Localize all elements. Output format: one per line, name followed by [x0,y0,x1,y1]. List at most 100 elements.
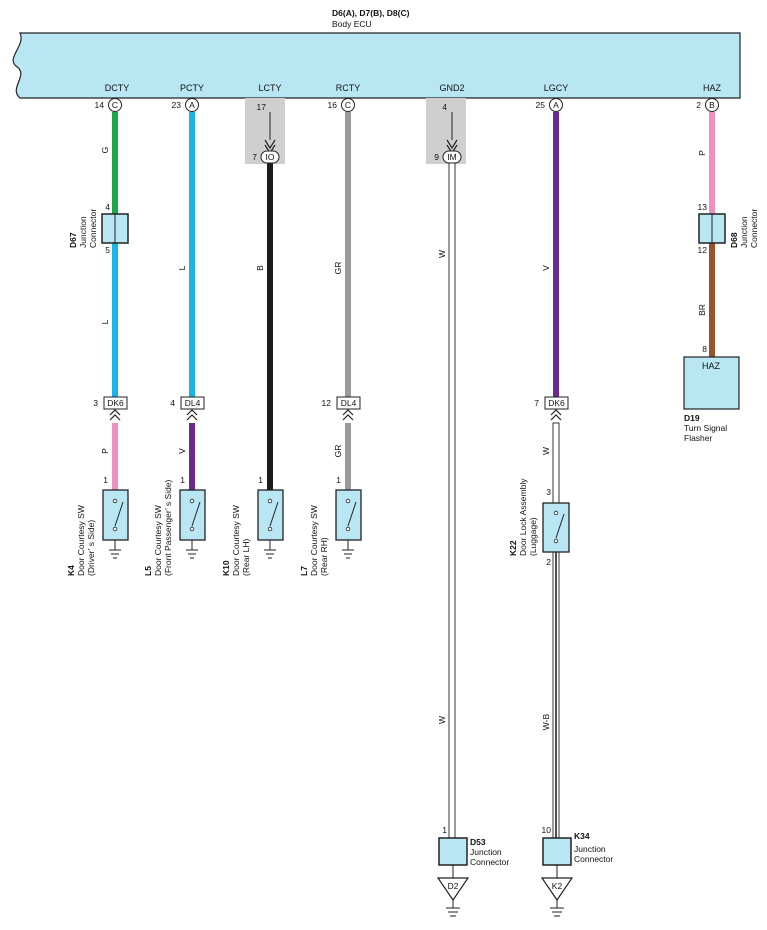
svg-text:1: 1 [442,825,447,835]
svg-text:D19: D19 [684,413,700,423]
svg-text:Junction: Junction [574,844,606,854]
svg-text:Door Courtesy SW: Door Courtesy SW [231,505,241,576]
ground-d2: D2 [436,877,470,917]
svg-text:13: 13 [698,202,708,212]
svg-text:(Rear LH): (Rear LH) [241,539,251,576]
ground-k2: K2 [540,877,574,917]
svg-text:5: 5 [105,245,110,255]
svg-text:K34: K34 [574,831,590,841]
wire-label-pcty-switch: V [177,448,187,454]
svg-text:(Rear RH): (Rear RH) [319,537,329,576]
svg-text:4: 4 [170,398,175,408]
svg-text:3: 3 [93,398,98,408]
svg-text:Turn Signal: Turn Signal [684,423,727,433]
svg-text:C: C [112,100,118,110]
svg-text:DK6: DK6 [548,398,565,408]
svg-text:8: 8 [702,344,707,354]
wire-gnd2-white [448,162,456,839]
svg-text:(Front Passenger’ s Side): (Front Passenger’ s Side) [163,479,173,576]
pin-rcty: C 16 [328,98,355,112]
svg-text:DL4: DL4 [341,398,357,408]
junction-connector-k34: 10 K34 Junction Connector [542,825,613,878]
pin-name-rcty: RCTY [336,83,361,93]
svg-text:C: C [345,100,351,110]
svg-text:Connector: Connector [88,209,98,248]
svg-text:2: 2 [546,557,551,567]
svg-text:12: 12 [322,398,332,408]
wire-lgcy-white-black [552,551,560,839]
inline-connector-im: IM 9 [434,139,462,164]
svg-text:IO: IO [266,152,275,162]
ecu-name: Body ECU [332,19,372,29]
svg-text:25: 25 [536,100,546,110]
junction-connector-d53: 1 D53 Junction Connector [438,825,509,878]
svg-text:Door Courtesy SW: Door Courtesy SW [309,505,319,576]
svg-text:4: 4 [105,202,110,212]
svg-text:23: 23 [172,100,182,110]
svg-text:HAZ: HAZ [702,361,721,371]
wire-label-lgcy-upper: V [541,265,551,271]
wire-lgcy-white [552,422,560,504]
svg-text:7: 7 [534,398,539,408]
svg-text:Door Lock Assembly: Door Lock Assembly [518,478,528,556]
svg-text:Door Courtesy SW: Door Courtesy SW [76,505,86,576]
svg-text:14: 14 [95,100,105,110]
pin-name-lgcy: LGCY [544,83,569,93]
pin-lcty: 17 [257,102,267,112]
svg-text:1: 1 [180,475,185,485]
wire-label-haz-upper: P [697,150,707,156]
pin-dcty: C 14 [95,98,122,112]
svg-text:1: 1 [258,475,263,485]
interconnect-dl4-pcty: DL4 4 [170,396,205,421]
svg-text:K10: K10 [221,560,231,576]
switch-k4: 1 K4 Door Courtesy SW (Driver’ s Side) [66,475,129,576]
svg-text:Connector: Connector [574,854,613,864]
svg-text:Flasher: Flasher [684,433,713,443]
svg-text:(Luggage): (Luggage) [528,517,538,556]
pin-name-gnd2: GND2 [439,83,464,93]
svg-text:K2: K2 [552,881,563,891]
ecu-codes: D6(A), D7(B), D8(C) [332,8,410,18]
interconnect-dk6-dcty: DK6 3 [93,396,128,421]
wire-label-lcty-upper: B [255,265,265,271]
svg-text:Connector: Connector [470,857,509,867]
svg-text:17: 17 [257,102,267,112]
pin-pcty: A 23 [172,98,199,112]
wire-label-dcty-switch: P [100,448,110,454]
wire-label-gnd2-upper: W [437,250,447,258]
wire-label-pcty-upper: L [177,265,187,270]
door-lock-assembly-k22: 3 2 K22 Door Lock Assembly (Luggage) [508,478,570,567]
svg-text:16: 16 [328,100,338,110]
pin-lgcy: A 25 [536,98,563,112]
svg-text:D67: D67 [68,232,78,248]
wire-label-gnd2-lower: W [437,716,447,724]
wire-label-rcty-upper: GR [333,262,343,275]
wire-label-lgcy-switch: W [541,447,551,455]
svg-text:DK6: DK6 [107,398,124,408]
interconnect-dl4-rcty: DL4 12 [322,396,361,421]
svg-text:1: 1 [336,475,341,485]
svg-text:Connector: Connector [749,209,759,248]
turn-signal-flasher-d19: HAZ 8 D19 Turn Signal Flasher [683,344,740,443]
svg-text:DL4: DL4 [185,398,201,408]
wire-label-lgcy-lower: W-B [541,713,551,730]
inline-connector-io: IO 7 [252,139,280,164]
svg-text:9: 9 [434,152,439,162]
svg-text:B: B [709,100,715,110]
svg-text:3: 3 [546,487,551,497]
svg-text:4: 4 [442,102,447,112]
svg-text:L7: L7 [299,566,309,576]
wire-label-rcty-switch: GR [333,445,343,458]
svg-text:12: 12 [698,245,708,255]
svg-text:7: 7 [252,152,257,162]
wire-label-haz-lower: BR [697,304,707,316]
svg-text:10: 10 [542,825,552,835]
switch-l7: 1 L7 Door Courtesy SW (Rear RH) [299,475,362,576]
pin-name-pcty: PCTY [180,83,204,93]
pin-name-lcty: LCTY [258,83,281,93]
svg-text:Junction: Junction [470,847,502,857]
pin-name-dcty: DCTY [105,83,130,93]
svg-text:D53: D53 [470,837,486,847]
svg-text:A: A [553,100,559,110]
